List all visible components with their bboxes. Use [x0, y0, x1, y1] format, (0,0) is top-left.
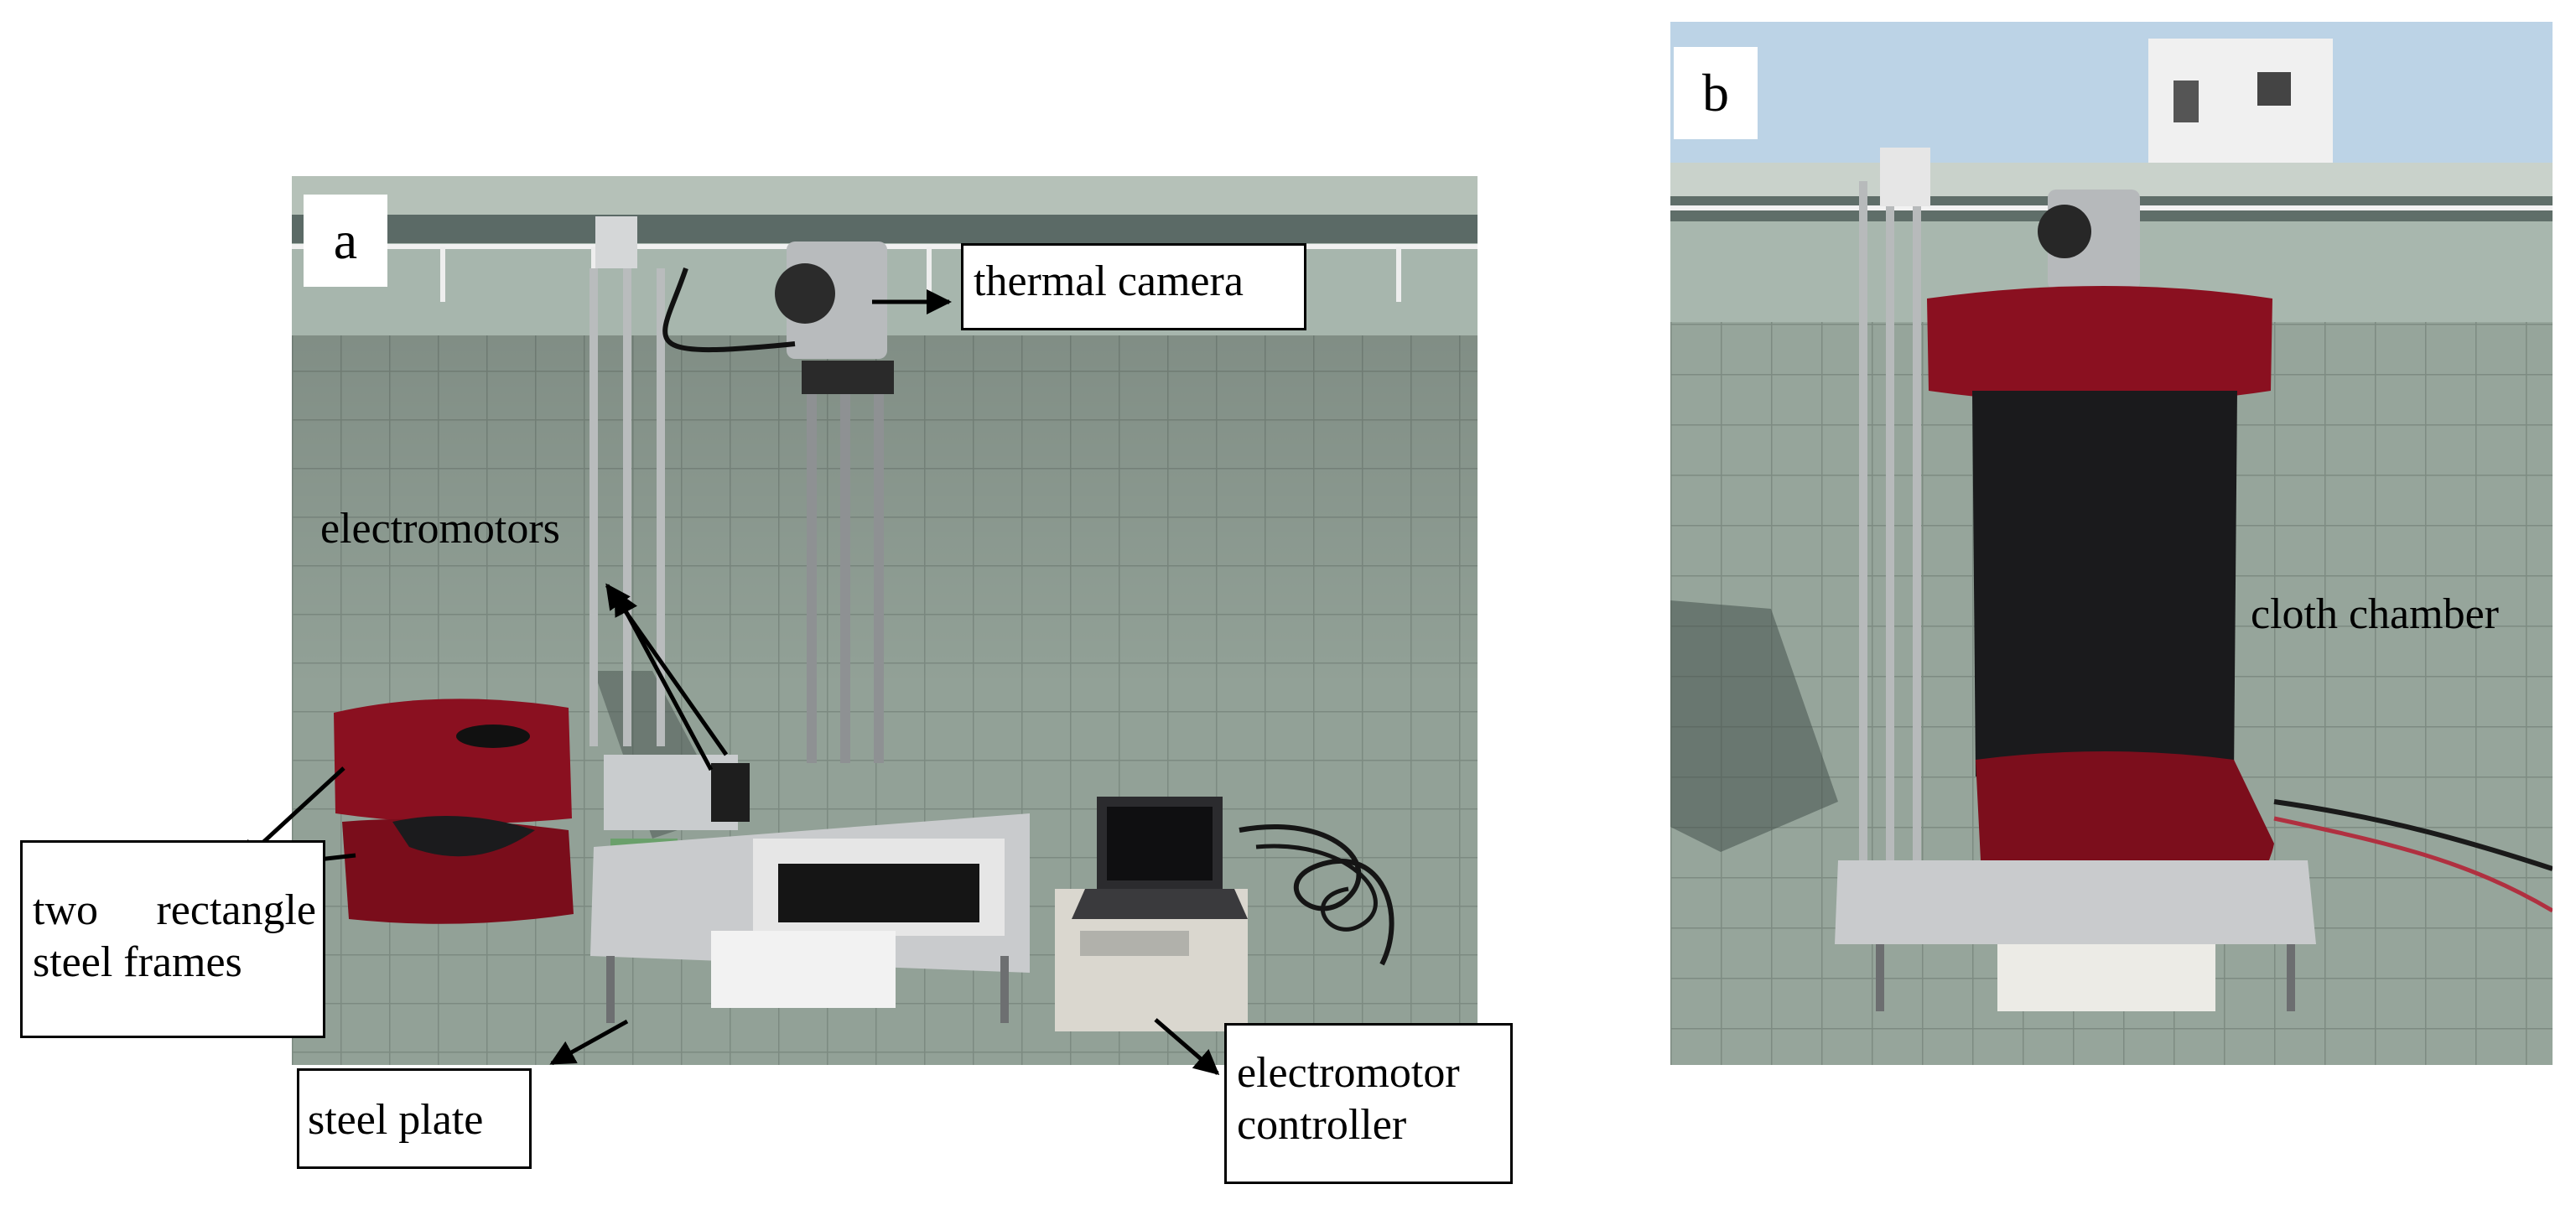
photo-panel-b: [1670, 22, 2553, 1065]
label-frames-line2: steel frames: [33, 938, 242, 986]
arrow-steel-plate: [549, 1019, 629, 1066]
label-electromotor-controller: electromotor controller: [1224, 1023, 1513, 1184]
arrow-controller: [1154, 1018, 1220, 1075]
label-controller-line1: electromotor: [1237, 1049, 1460, 1097]
label-rectangle-steel-frames: two rectangle steel frames: [20, 840, 325, 1038]
label-frames-line1: two rectangle: [33, 885, 316, 937]
panel-letter-a: a: [304, 195, 387, 287]
label-thermal-camera: thermal camera: [961, 243, 1306, 330]
panel-letter-b: b: [1674, 47, 1758, 139]
cloth-chamber-photo: [1670, 22, 2553, 1065]
label-frames-word1: two: [33, 886, 98, 934]
label-frames-word2: rectangle: [156, 886, 316, 934]
label-controller-line2: controller: [1237, 1101, 1407, 1149]
arrow-electromotor-2: [613, 590, 714, 771]
label-cloth-chamber: cloth chamber: [2251, 590, 2499, 638]
label-electromotors: electromotors: [320, 505, 560, 553]
label-steel-plate: steel plate: [297, 1068, 532, 1169]
